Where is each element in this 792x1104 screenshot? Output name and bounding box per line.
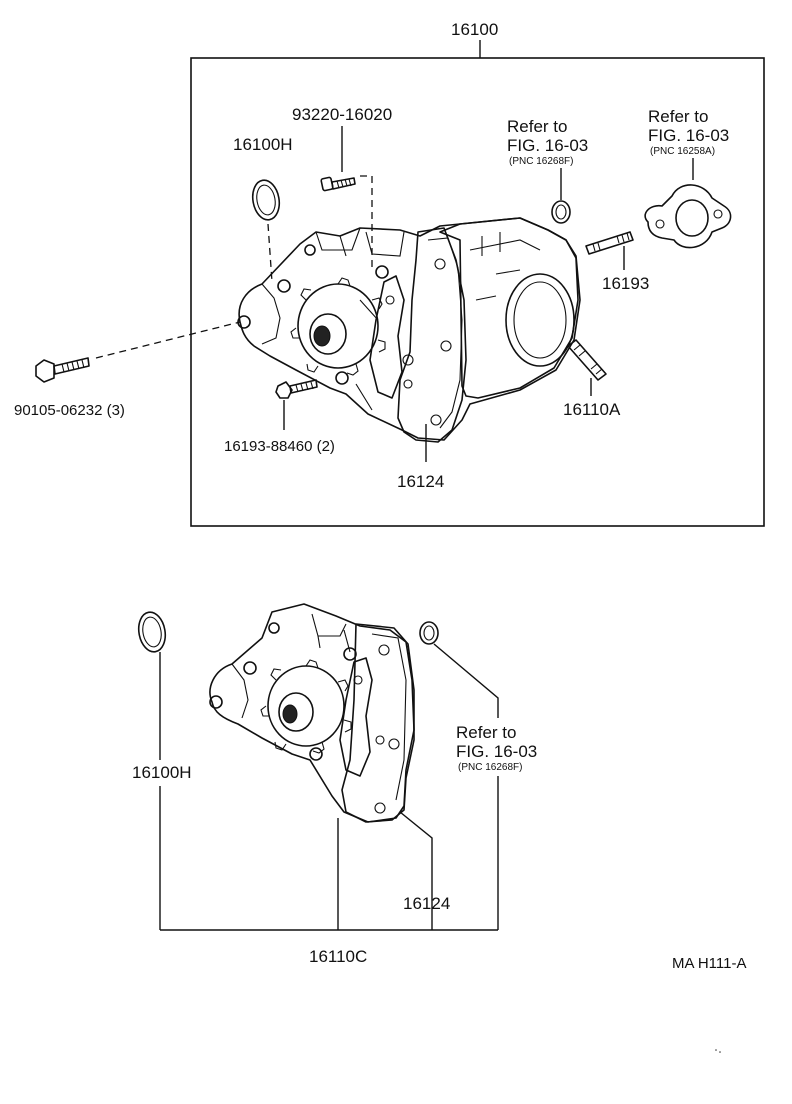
ref-bottom-line2: FIG. 16-03 bbox=[456, 742, 537, 761]
bolt-left-dash bbox=[95, 321, 241, 359]
gasket-plate bbox=[644, 184, 732, 249]
ref1-line3: (PNC 16268F) bbox=[509, 156, 573, 167]
ref-bottom-line3: (PNC 16268F) bbox=[458, 762, 522, 773]
oring-bottom bbox=[137, 611, 167, 653]
label-oring-bottom: 16100H bbox=[132, 763, 192, 782]
ref1-line2: FIG. 16-03 bbox=[507, 136, 588, 155]
figure-code: MA H111-A bbox=[672, 955, 746, 972]
ref2-line2: FIG. 16-03 bbox=[648, 126, 729, 145]
oring-top bbox=[251, 179, 281, 221]
small-oring-top bbox=[551, 200, 571, 224]
stud-right bbox=[585, 231, 634, 255]
ref-bottom-leader-a bbox=[433, 643, 499, 718]
bottom-assembly: 16100H Refer to FIG. 16-03 (PNC 16268F) … bbox=[132, 603, 537, 966]
assembly-label: 16100 bbox=[451, 20, 498, 39]
bolt-bottom bbox=[275, 379, 318, 399]
label-stud-right: 16193 bbox=[602, 274, 649, 293]
water-pump-assembly-top bbox=[237, 217, 581, 443]
label-gasket-bottom: 16124 bbox=[403, 894, 450, 913]
bolt-left bbox=[35, 357, 90, 383]
small-oring-bottom bbox=[419, 621, 439, 645]
oring-dash-top bbox=[267, 223, 273, 283]
pump-pulley-top bbox=[290, 277, 386, 376]
pump-pulley-bottom bbox=[260, 659, 352, 754]
ref-bottom-line1: Refer to bbox=[456, 723, 516, 742]
gasket-bottom-leader bbox=[399, 811, 433, 930]
label-gasket-top: 16124 bbox=[397, 472, 444, 491]
stud-mid bbox=[567, 339, 607, 381]
label-oring-top: 16100H bbox=[233, 135, 293, 154]
label-bolt-left: 90105-06232 (3) bbox=[14, 402, 125, 419]
bolt-top bbox=[320, 176, 356, 192]
label-stud-mid: 16110A bbox=[563, 400, 621, 419]
scan-specks bbox=[715, 1049, 721, 1053]
top-assembly: 16100 16100H 93220-16020 Refer to FIG. 1… bbox=[14, 20, 765, 527]
bolt-top-dash bbox=[360, 175, 373, 268]
water-pump-bottom bbox=[209, 603, 415, 823]
ref2-line3: (PNC 16258A) bbox=[650, 146, 715, 157]
label-bolt-top: 93220-16020 bbox=[292, 105, 392, 124]
label-pump-bottom: 16110C bbox=[309, 947, 367, 966]
label-bolt-bottom: 16193-88460 (2) bbox=[224, 438, 335, 455]
assembly-frame bbox=[190, 57, 765, 527]
ref2-line1: Refer to bbox=[648, 107, 708, 126]
ref1-line1: Refer to bbox=[507, 117, 567, 136]
